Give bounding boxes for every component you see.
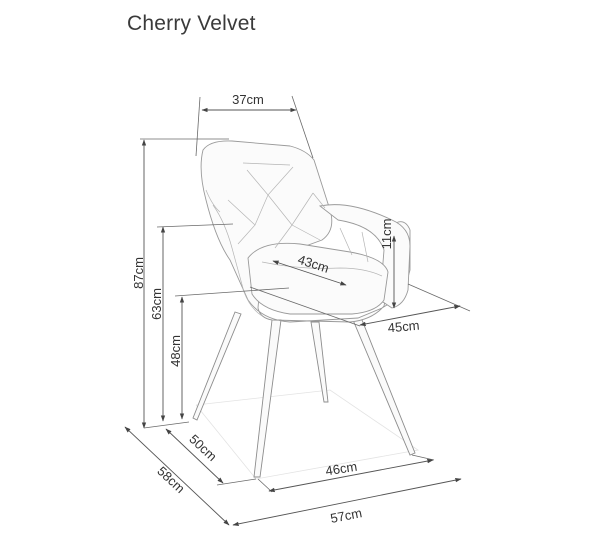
dimension-seat-height: 48cm: [168, 287, 290, 420]
dimension-seat-width: 45cm: [249, 283, 471, 336]
chair-armrest-right: [318, 204, 411, 309]
leg-front-right: [352, 319, 416, 456]
label-37cm: 37cm: [232, 92, 264, 107]
dimension-total-height: 87cm: [131, 138, 229, 429]
chair-legs: [192, 311, 416, 478]
label-46cm: 46cm: [324, 459, 358, 479]
leg-back-left: [192, 311, 242, 421]
tufting-pattern: [227, 162, 369, 263]
label-50cm: 50cm: [186, 431, 219, 464]
dimension-armrest-height: 63cm: [149, 223, 234, 422]
dimension-total-width: 57cm: [232, 477, 462, 527]
label-48cm: 48cm: [168, 335, 183, 367]
chair-seat-cushion: [247, 242, 389, 315]
dimension-leg-width: 46cm: [257, 454, 435, 493]
label-45cm: 45cm: [387, 318, 420, 336]
label-87cm: 87cm: [131, 257, 146, 289]
label-57cm: 57cm: [329, 505, 363, 526]
product-title: Cherry Velvet: [127, 12, 256, 35]
leg-back-right: [310, 321, 329, 403]
dimension-seat-back-width: 37cm: [195, 92, 314, 159]
label-11cm: 11cm: [379, 219, 394, 250]
dimension-armrest-pad-height: 11cm: [379, 219, 397, 309]
dimension-total-depth: 58cm: [124, 426, 230, 526]
leg-front-left: [253, 319, 282, 478]
label-63cm: 63cm: [149, 288, 164, 320]
floor-guide: [195, 389, 420, 480]
floor-tick: [143, 421, 190, 429]
label-58cm: 58cm: [154, 463, 187, 496]
